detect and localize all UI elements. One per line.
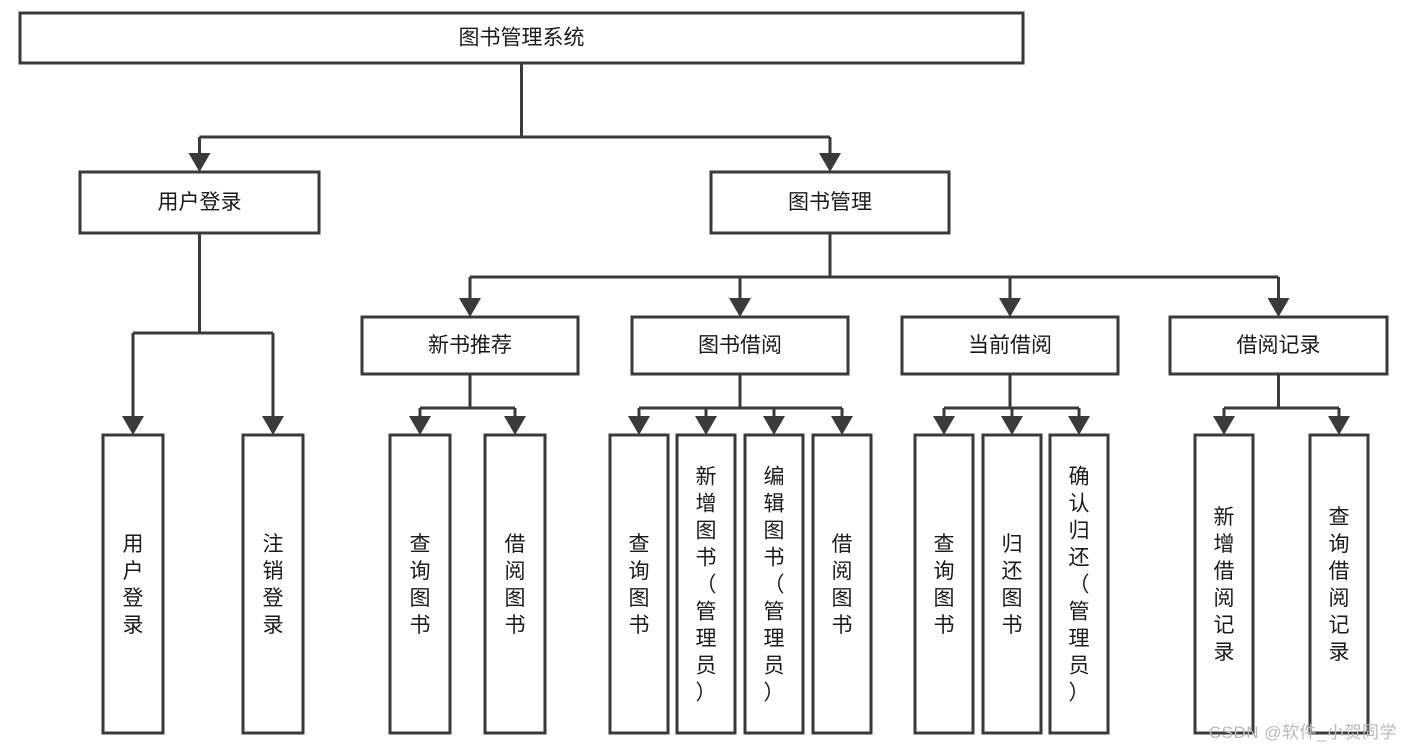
node-leaf-edit-book-label: 编辑图书（管理员） bbox=[764, 466, 785, 705]
book-manage-to-current-borrow-arrowhead bbox=[999, 298, 1021, 317]
book-borrow-to-leaf-add-book-arrowhead bbox=[695, 416, 717, 435]
node-leaf-confirm-return-label: 确认归还（管理员） bbox=[1069, 466, 1090, 705]
new-book-recommend-to-leaf-borrow-book-1-arrowhead bbox=[504, 416, 526, 435]
node-leaf-query-book-1-box bbox=[388, 433, 452, 735]
node-leaf-user-logout-label: 注销登录 bbox=[263, 533, 284, 637]
node-leaf-query-book-3[interactable]: 查询图书 bbox=[913, 433, 975, 735]
node-book-manage-label: 图书管理 bbox=[788, 191, 872, 214]
book-manage-to-book-borrow-arrowhead bbox=[729, 298, 751, 317]
node-leaf-borrow-book-2[interactable]: 借阅图书 bbox=[811, 433, 873, 735]
node-leaf-query-book-2-label: 查询图书 bbox=[629, 533, 650, 637]
node-layer: 图书管理系统用户登录图书管理新书推荐图书借阅当前借阅借阅记录用户登录注销登录查询… bbox=[18, 11, 1389, 735]
node-user-login[interactable]: 用户登录 bbox=[78, 170, 321, 235]
node-current-borrow[interactable]: 当前借阅 bbox=[900, 315, 1120, 376]
node-leaf-add-borrow-record-box bbox=[1193, 433, 1255, 735]
node-leaf-confirm-return-box bbox=[1048, 433, 1110, 735]
node-book-borrow[interactable]: 图书借阅 bbox=[630, 315, 850, 376]
node-leaf-add-borrow-record[interactable]: 新增借阅记录 bbox=[1193, 433, 1255, 735]
node-leaf-add-book[interactable]: 新增图书（管理员） bbox=[675, 433, 737, 735]
node-leaf-query-borrow-record[interactable]: 查询借阅记录 bbox=[1308, 433, 1370, 735]
book-borrow-to-leaf-borrow-book-2-arrowhead bbox=[831, 416, 853, 435]
watermark-text: CSDN @软件_小贺同学 bbox=[1208, 723, 1397, 742]
node-leaf-query-borrow-record-label: 查询借阅记录 bbox=[1329, 506, 1350, 664]
node-leaf-user-login-label: 用户登录 bbox=[123, 533, 144, 637]
node-borrow-record-label: 借阅记录 bbox=[1237, 334, 1321, 357]
node-user-login-label: 用户登录 bbox=[158, 191, 242, 214]
current-borrow-to-leaf-confirm-return-arrowhead bbox=[1068, 416, 1090, 435]
borrow-record-to-leaf-query-borrow-record-arrowhead bbox=[1328, 416, 1350, 435]
node-leaf-return-book[interactable]: 归还图书 bbox=[981, 433, 1043, 735]
user-login-to-leaf-user-login-arrowhead bbox=[122, 416, 144, 435]
root-to-book-manage-arrowhead bbox=[819, 153, 841, 172]
current-borrow-to-leaf-query-book-3-arrowhead bbox=[933, 416, 955, 435]
book-manage-to-borrow-record-arrowhead bbox=[1267, 298, 1290, 317]
node-leaf-borrow-book-2-label: 借阅图书 bbox=[832, 533, 853, 637]
node-leaf-query-book-3-label: 查询图书 bbox=[934, 533, 955, 637]
node-leaf-confirm-return[interactable]: 确认归还（管理员） bbox=[1048, 433, 1110, 735]
node-borrow-record-box bbox=[1168, 315, 1389, 376]
book-borrow-to-leaf-query-book-2-arrowhead bbox=[628, 416, 650, 435]
node-leaf-add-borrow-record-label: 新增借阅记录 bbox=[1214, 506, 1235, 664]
node-leaf-add-book-box bbox=[675, 433, 737, 735]
node-leaf-borrow-book-1-label: 借阅图书 bbox=[505, 533, 526, 637]
node-leaf-edit-book[interactable]: 编辑图书（管理员） bbox=[743, 433, 805, 735]
node-leaf-query-book-2[interactable]: 查询图书 bbox=[608, 433, 670, 735]
node-new-book-recommend[interactable]: 新书推荐 bbox=[360, 315, 580, 376]
node-leaf-borrow-book-1[interactable]: 借阅图书 bbox=[483, 433, 547, 735]
current-borrow-to-leaf-return-book-arrowhead bbox=[1001, 416, 1023, 435]
book-borrow-to-leaf-edit-book-arrowhead bbox=[763, 416, 785, 435]
node-book-borrow-label: 图书借阅 bbox=[698, 334, 782, 357]
node-book-manage[interactable]: 图书管理 bbox=[709, 170, 951, 235]
node-new-book-recommend-box bbox=[360, 315, 580, 376]
node-leaf-borrow-book-2-box bbox=[811, 433, 873, 735]
node-new-book-recommend-label: 新书推荐 bbox=[428, 334, 512, 357]
node-leaf-user-logout[interactable]: 注销登录 bbox=[241, 433, 305, 735]
root-to-user-login-arrowhead bbox=[188, 153, 211, 172]
node-leaf-return-book-box bbox=[981, 433, 1043, 735]
node-leaf-add-book-label: 新增图书（管理员） bbox=[696, 466, 717, 705]
book-manage-to-new-book-recommend-arrowhead bbox=[459, 298, 481, 317]
node-leaf-user-login-box bbox=[101, 433, 165, 735]
node-current-borrow-label: 当前借阅 bbox=[968, 334, 1052, 357]
node-current-borrow-box bbox=[900, 315, 1120, 376]
node-root-system-label: 图书管理系统 bbox=[459, 27, 585, 50]
node-leaf-query-book-3-box bbox=[913, 433, 975, 735]
node-leaf-edit-book-box bbox=[743, 433, 805, 735]
node-book-borrow-box bbox=[630, 315, 850, 376]
node-leaf-user-login[interactable]: 用户登录 bbox=[101, 433, 165, 735]
connector-layer bbox=[122, 63, 1350, 435]
node-leaf-borrow-book-1-box bbox=[483, 433, 547, 735]
node-leaf-query-borrow-record-box bbox=[1308, 433, 1370, 735]
user-login-to-leaf-user-logout-arrowhead bbox=[262, 416, 284, 435]
node-root-system-box bbox=[18, 11, 1025, 65]
node-book-manage-box bbox=[709, 170, 951, 235]
node-root-system[interactable]: 图书管理系统 bbox=[18, 11, 1025, 65]
node-leaf-query-book-1-label: 查询图书 bbox=[410, 533, 431, 637]
borrow-record-to-leaf-add-borrow-record-arrowhead bbox=[1213, 416, 1235, 435]
node-leaf-return-book-label: 归还图书 bbox=[1002, 533, 1023, 637]
new-book-recommend-to-leaf-query-book-1-arrowhead bbox=[409, 416, 431, 435]
node-leaf-query-book-1[interactable]: 查询图书 bbox=[388, 433, 452, 735]
node-leaf-user-logout-box bbox=[241, 433, 305, 735]
node-user-login-box bbox=[78, 170, 321, 235]
node-leaf-query-book-2-box bbox=[608, 433, 670, 735]
node-borrow-record[interactable]: 借阅记录 bbox=[1168, 315, 1389, 376]
